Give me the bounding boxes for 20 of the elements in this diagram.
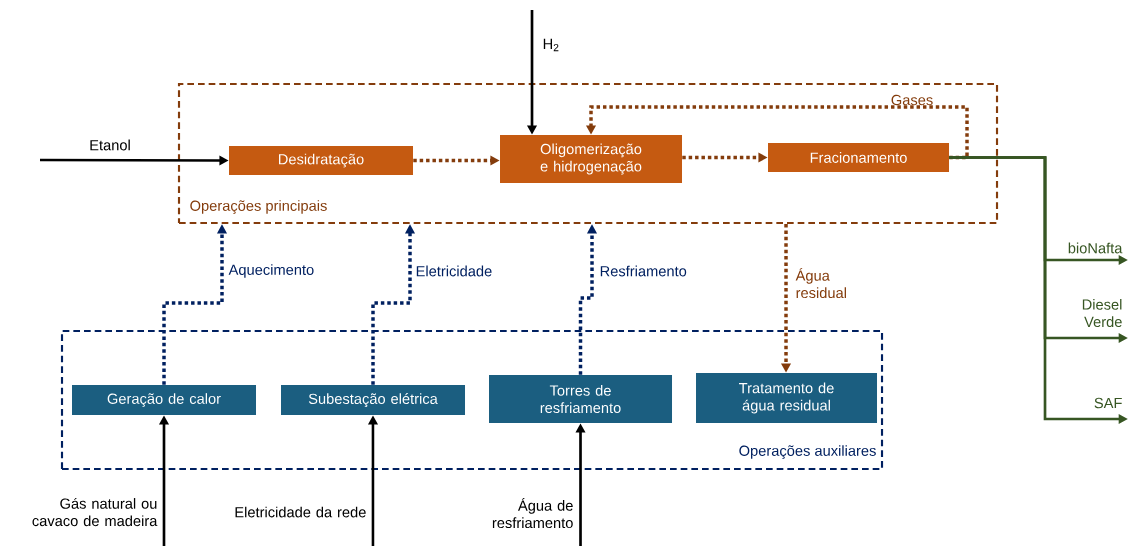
edge-label: SAF [1094,397,1122,409]
edge-label: Aquecimento [228,264,314,278]
process-box: Subestação elétrica [281,385,465,415]
process-box: Torres de resfriamento [489,375,672,423]
edge-label: Etanol [90,139,130,151]
process-box: Oligomerização e hidrogenação [500,135,682,183]
edge-label: Gases [891,94,933,106]
edge-label: Água residual [795,267,846,299]
process-box: Desidratação [229,146,413,175]
edge-label: Gás natural ou cavaco de madeira [32,497,158,527]
edge-label: H$_{2}$ [543,38,559,52]
edge-label: Resfriamento [600,265,687,277]
process-box: Fracionamento [768,143,949,172]
edge-label: Diesel Verde [1082,298,1122,328]
edge-label: bioNafta [1068,242,1123,254]
process-box: Geração de calor [72,385,256,415]
edge-label: Eletricidade [416,265,492,277]
edge-label: Água de resfriamento [492,497,573,529]
process-box: Tratamento de água residual [696,373,877,423]
edge-label: Eletricidade da rede [235,506,366,518]
